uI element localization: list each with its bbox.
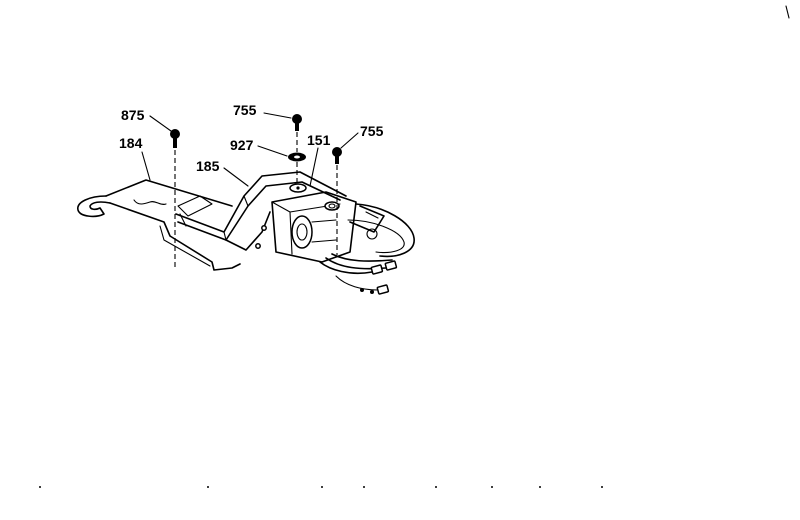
screw-875 — [149, 115, 180, 268]
scan-dots — [39, 486, 603, 488]
bracket-184 — [77, 179, 241, 271]
stray-mark — [785, 5, 790, 19]
leader-151 — [309, 147, 319, 187]
callout-184: 184 — [119, 135, 143, 151]
callout-151: 151 — [307, 132, 331, 148]
screw-755-top — [263, 112, 302, 152]
wire-leads — [319, 253, 398, 295]
bracket-185 — [175, 171, 347, 251]
leader-184 — [141, 151, 151, 181]
washer-927 — [257, 145, 306, 184]
leader-755-top — [263, 112, 292, 119]
drive-disc — [347, 203, 415, 258]
leader-185 — [223, 167, 249, 187]
callout-927: 927 — [230, 137, 254, 153]
leader-875 — [149, 115, 172, 132]
screw-755-right — [332, 132, 359, 255]
callout-755-right: 755 — [360, 123, 384, 139]
callout-755-top: 755 — [233, 102, 257, 118]
leader-755-right — [340, 132, 359, 149]
callout-875: 875 — [121, 107, 145, 123]
motor-assembly-151 — [271, 183, 357, 263]
callout-185: 185 — [196, 158, 220, 174]
leader-927 — [257, 145, 288, 157]
